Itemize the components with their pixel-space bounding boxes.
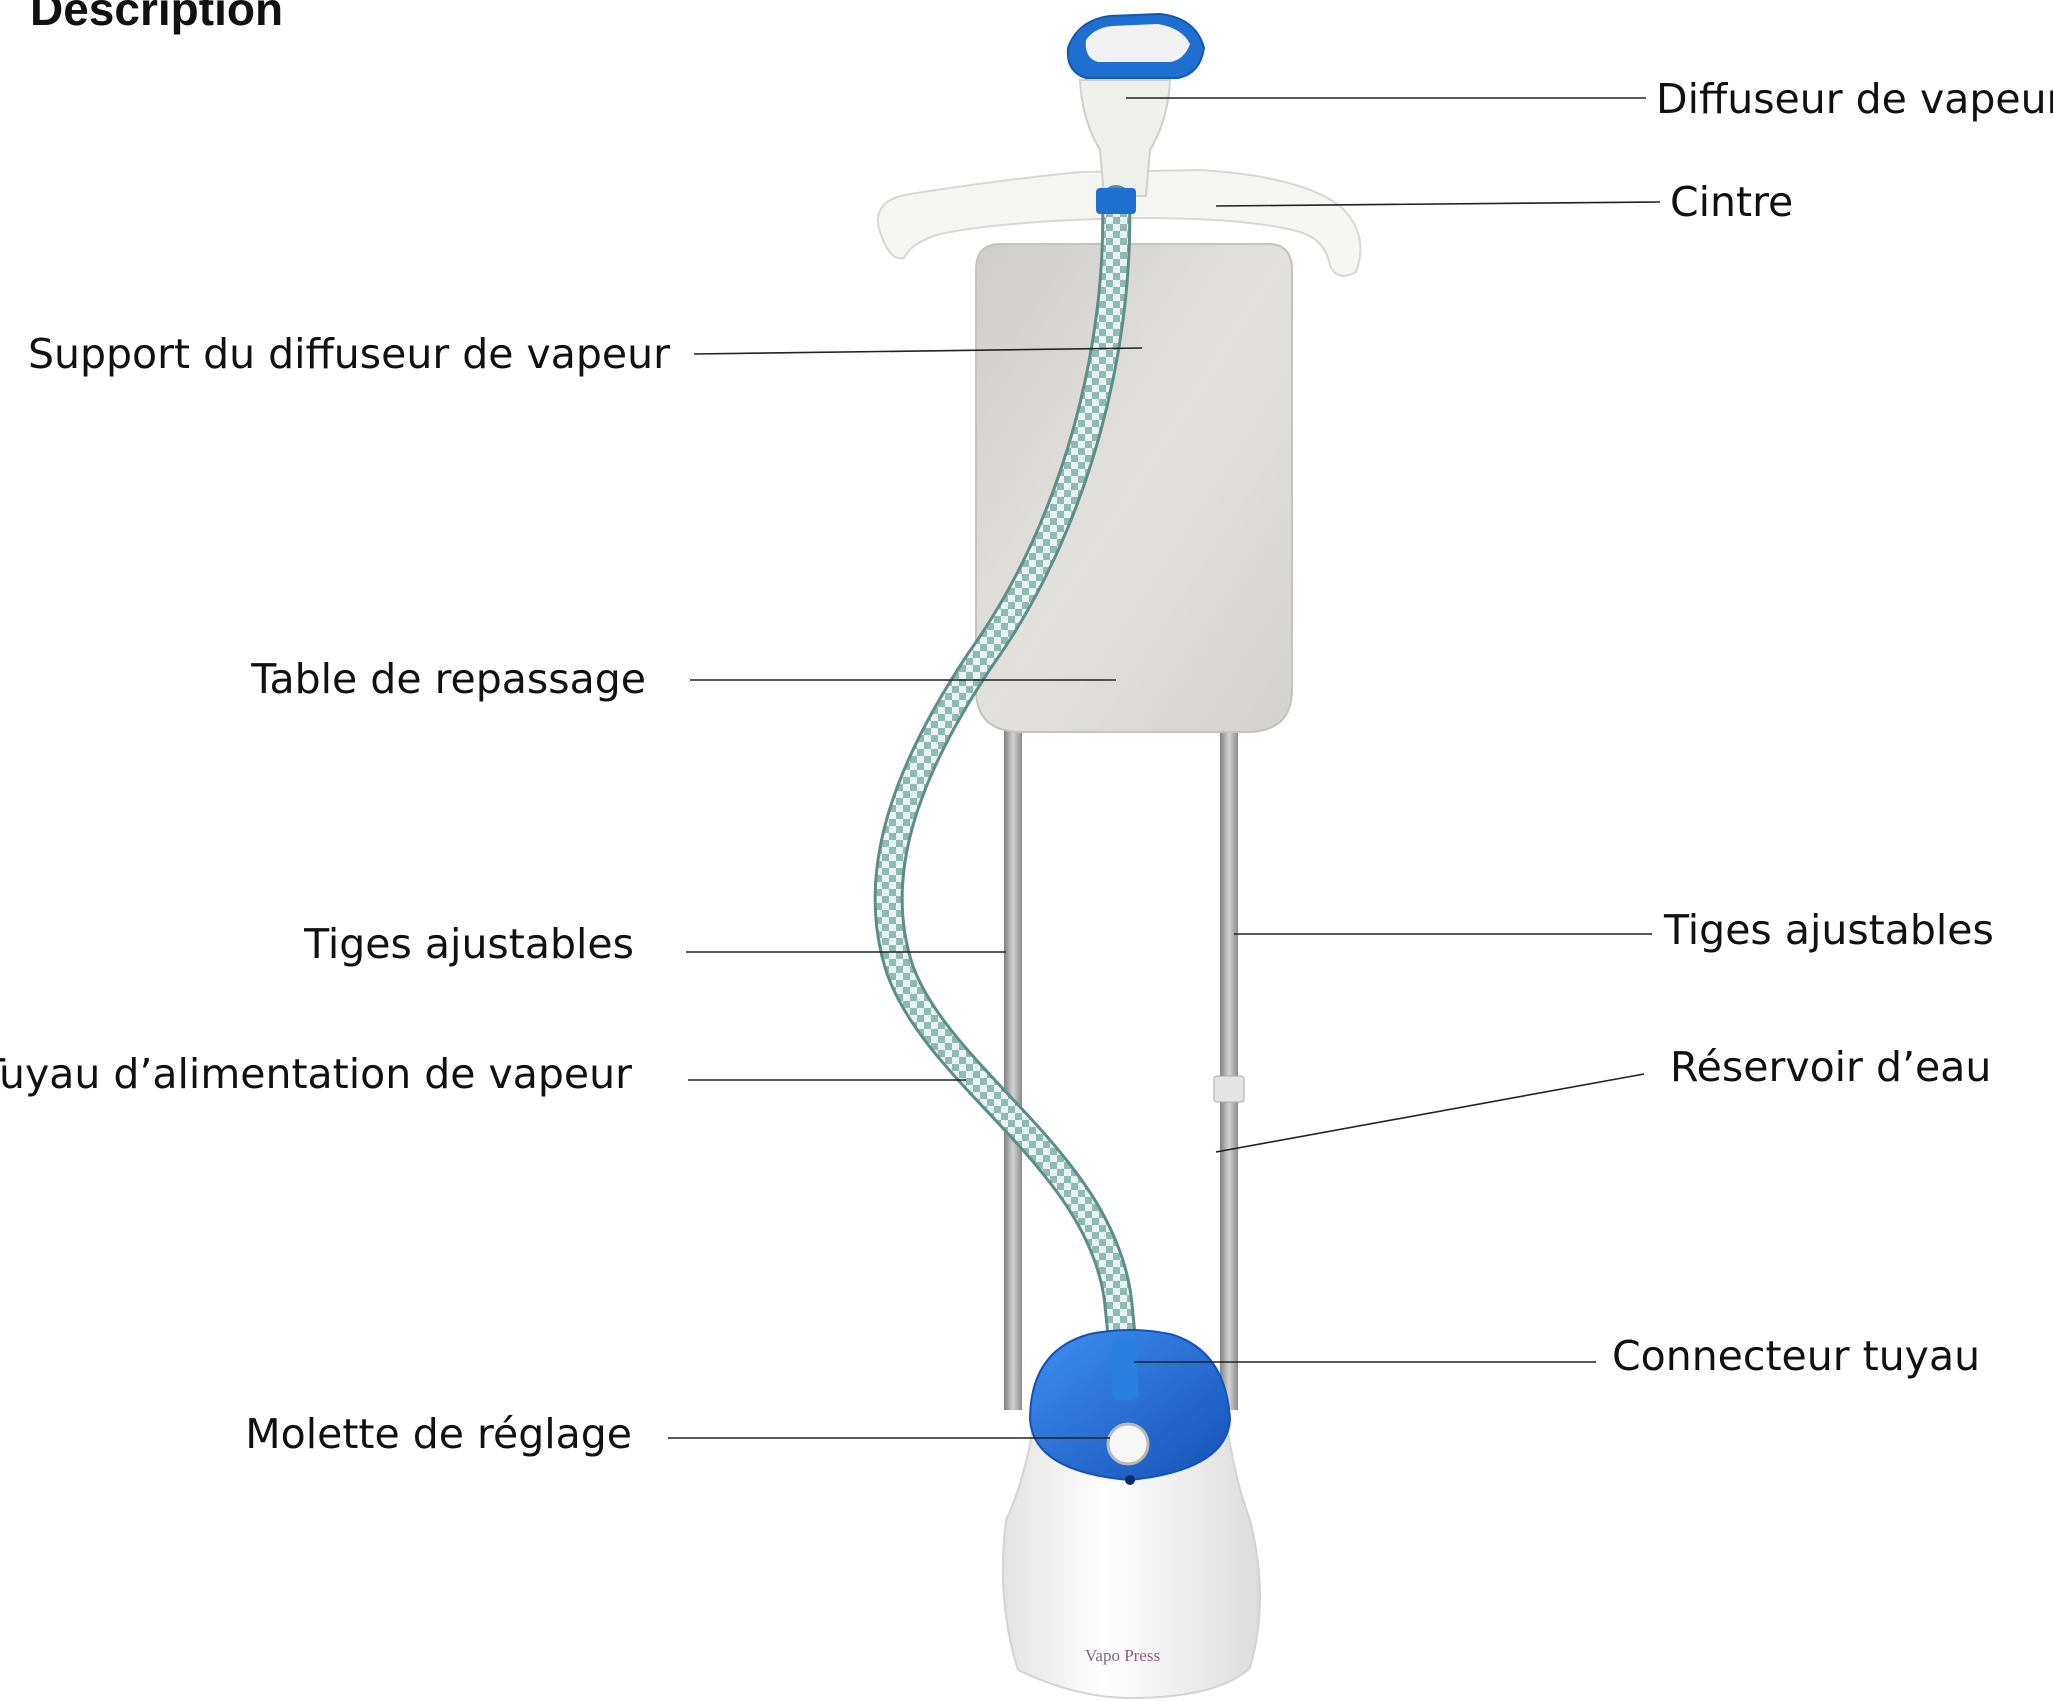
label-diffuseur-de-vapeur: Diffuseur de vapeur xyxy=(1656,75,2053,123)
label-tiges-ajustables-left: Tiges ajustables xyxy=(304,920,634,968)
leader-reservoir xyxy=(1216,1074,1644,1152)
page-title: Description xyxy=(30,0,283,36)
label-tiges-ajustables-right: Tiges ajustables xyxy=(1664,906,1994,954)
hose-base-connector xyxy=(1112,1340,1138,1400)
right-pole xyxy=(1220,730,1238,1410)
left-pole xyxy=(1004,730,1022,1410)
adjustment-knob[interactable] xyxy=(1108,1424,1148,1464)
ironing-board xyxy=(976,244,1292,732)
label-cintre: Cintre xyxy=(1670,178,1793,226)
label-tuyau-alimentation: Tuyau d’alimentation de vapeur xyxy=(0,1050,632,1098)
label-reservoir-eau: Réservoir d’eau xyxy=(1670,1043,1991,1091)
label-table-de-repassage: Table de repassage xyxy=(251,655,646,703)
label-molette-de-reglage: Molette de réglage xyxy=(245,1410,632,1458)
label-connecteur-tuyau: Connecteur tuyau xyxy=(1612,1332,1980,1380)
label-support-diffuseur: Support du diffuseur de vapeur xyxy=(28,330,670,378)
hose-top-connector xyxy=(1096,188,1136,214)
pole-clamp xyxy=(1214,1076,1244,1102)
brand-logo-text: Vapo Press xyxy=(1085,1646,1160,1666)
